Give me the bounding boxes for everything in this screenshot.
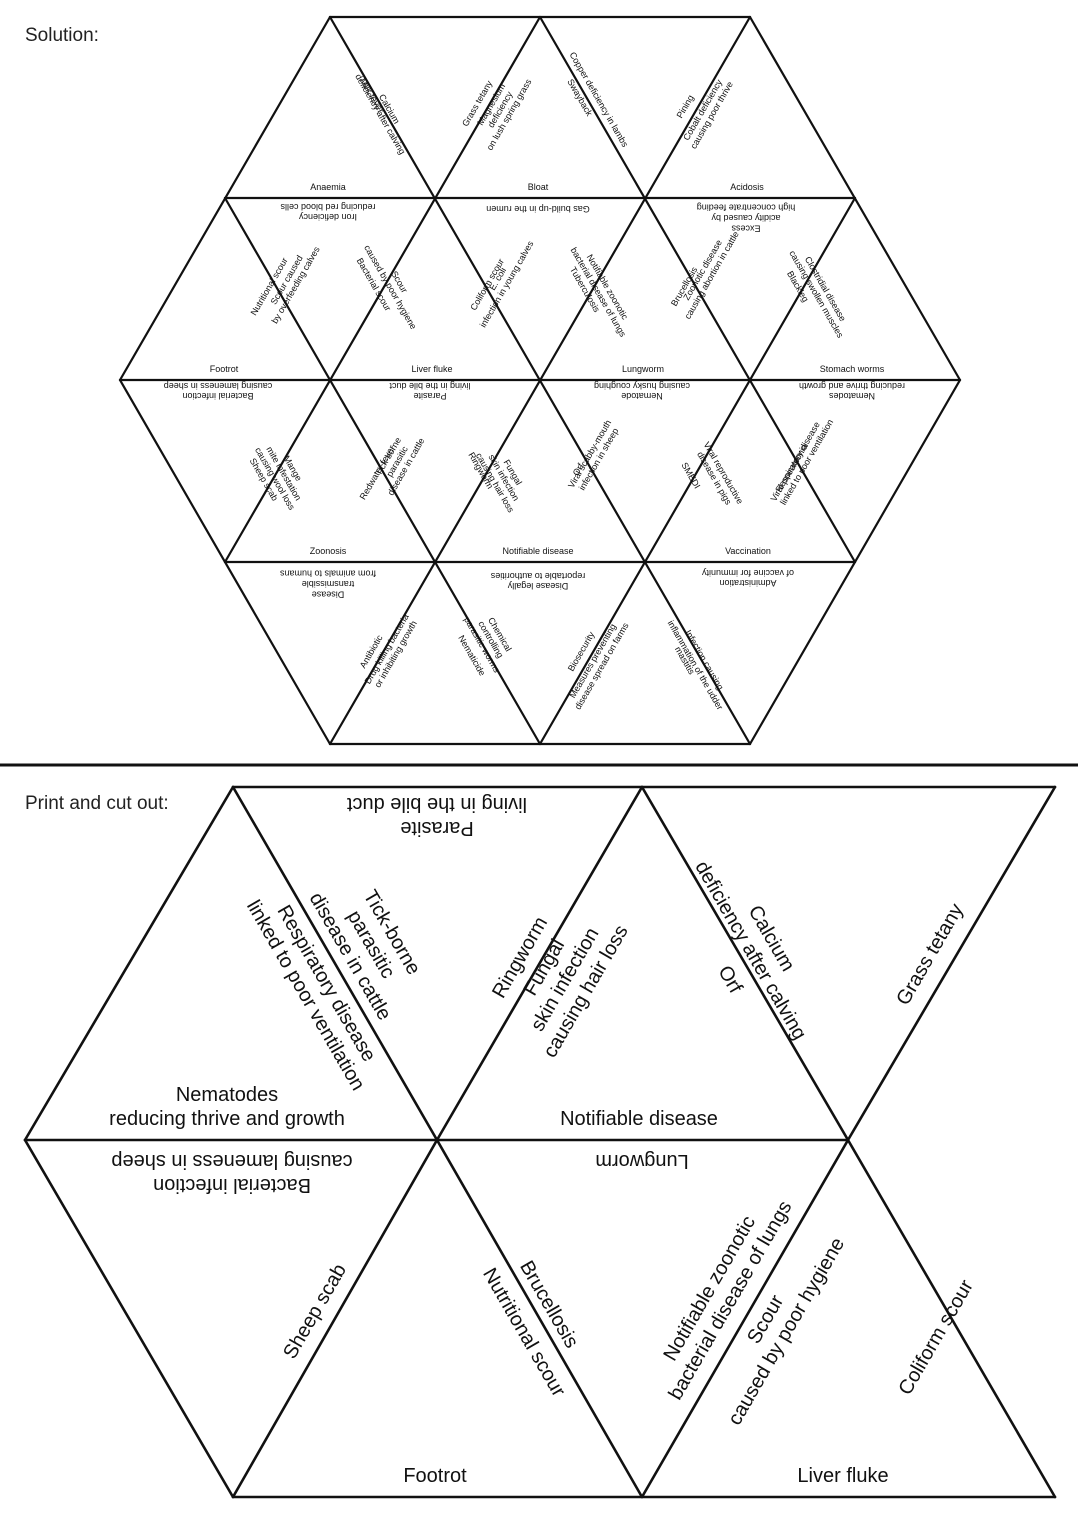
solution-label-line: Administration: [719, 578, 776, 588]
cutout-triangles: [23, 785, 1057, 1499]
solution-label: Iron deficiencyreducing red blood cells: [280, 201, 376, 221]
solution-label: Zoonosis: [310, 546, 347, 556]
solution-label: Anaemia: [310, 182, 346, 192]
solution-label: Disease legallyreportable to authorities: [490, 570, 585, 590]
solution-label: Lungworm: [622, 364, 664, 374]
solution-label-line: Liver fluke: [411, 364, 452, 374]
cutout-label: Liver fluke: [797, 1465, 888, 1487]
solution-label-line: Nematode: [621, 391, 663, 401]
cutout-heading: Print and cut out:: [25, 793, 169, 814]
solution-label-line: reducing thrive and growth: [799, 380, 905, 390]
solution-label-line: Footrot: [210, 364, 239, 374]
cutout-label: Bacterial infectioncausing lameness in s…: [111, 1150, 352, 1196]
solution-label: Nematodecausing husky coughing: [594, 380, 690, 400]
solution-label-line: reducing red blood cells: [280, 201, 376, 211]
cutout-label-line: Lungworm: [595, 1150, 688, 1172]
solution-label-line: Zoonosis: [310, 546, 347, 556]
cutout-label: Sheep scab: [279, 1260, 351, 1362]
solution-label-line: Iron deficiency: [298, 212, 357, 222]
cutout-label-line: reducing thrive and growth: [109, 1108, 345, 1130]
solution-label: Footrot: [210, 364, 239, 374]
solution-label-line: Bloat: [528, 182, 549, 192]
cutout-label-line: Orf: [713, 962, 746, 997]
solution-label-line: Vaccination: [725, 546, 771, 556]
solution-label-line: Stomach worms: [820, 364, 885, 374]
solution-label-line: SMEDI: [679, 461, 702, 491]
solution-label-line: Gas build-up in the rumen: [486, 204, 590, 214]
solution-label-line: of vaccine for immunity: [701, 567, 794, 577]
solution-label-line: Acidosis: [730, 182, 764, 192]
solution-label: Viral scabby-mouthinfection in sheep: [566, 418, 622, 495]
cutout-label: Lungworm: [595, 1150, 688, 1172]
cutout-label-line: causing lameness in sheep: [111, 1150, 352, 1172]
solution-label: Notifiable disease: [502, 546, 573, 556]
solution-label-line: living in the bile duct: [389, 380, 471, 390]
solution-label-line: causing husky coughing: [594, 380, 690, 390]
cutout-label-line: deficiency after calving: [690, 858, 810, 1044]
solution-label: Chemicalcontrollingparasitic worms: [462, 605, 520, 675]
solution-label: Liver fluke: [411, 364, 452, 374]
solution-label: Notifiable zoonoticbacterial disease of …: [568, 241, 637, 340]
solution-label-line: from animals to humans: [279, 568, 376, 578]
cutout-label-line: Bacterial infection: [153, 1174, 311, 1196]
cutout-label-line: Parasite: [400, 817, 473, 839]
solution-label: Nematodesreducing thrive and growth: [799, 380, 905, 400]
cutout-label: Calciumdeficiency after calving: [690, 846, 831, 1044]
solution-label-line: Anaemia: [310, 182, 346, 192]
solution-label-line: Excess: [731, 223, 761, 233]
cutout-label-line: Nematodes: [176, 1084, 278, 1106]
cutout-label: Footrot: [403, 1465, 467, 1487]
solution-label: Diseasetransmissiblefrom animals to huma…: [279, 568, 376, 599]
cutout-label: Orf: [713, 962, 746, 997]
solution-label-line: Nematodes: [828, 391, 875, 401]
solution-label: Administrationof vaccine for immunity: [701, 567, 794, 587]
solution-label: Bloat: [528, 182, 549, 192]
solution-label: Acidosis: [730, 182, 764, 192]
solution-label-line: transmissible: [302, 579, 355, 589]
solution-label: Gas build-up in the rumen: [486, 204, 590, 214]
solution-label: Parasiteliving in the bile duct: [389, 380, 471, 400]
cutout-label-line: Footrot: [403, 1465, 467, 1487]
cutout-label-line: Liver fluke: [797, 1465, 888, 1487]
cutout-label: Notifiable disease: [560, 1108, 718, 1130]
solution-label-line: causing lameness in sheep: [164, 380, 273, 390]
solution-label-line: Notifiable disease: [502, 546, 573, 556]
solution-label: Excessacidity caused byhigh concentrate …: [697, 202, 796, 233]
solution-label: Vaccination: [725, 546, 771, 556]
solution-label-line: Parasite: [413, 391, 446, 401]
cutout-label-line: Sheep scab: [279, 1260, 351, 1362]
solution-label: Bacterial infectioncausing lameness in s…: [164, 380, 273, 400]
solution-hexagon: [118, 15, 962, 746]
solution-label-line: Lungworm: [622, 364, 664, 374]
cutout-label-line: Notifiable disease: [560, 1108, 718, 1130]
solution-label: Cobalt deficiencycausing poor thrive: [680, 75, 736, 151]
solution-label-line: reportable to authorities: [490, 570, 585, 580]
solution-label-line: Disease legally: [507, 581, 568, 591]
cutout-label-line: living in the bile duct: [347, 793, 528, 815]
solution-label: Viral reproductivedisease in pigs: [692, 440, 745, 511]
solution-label-line: Bacterial infection: [182, 391, 253, 401]
solution-label: Stomach worms: [820, 364, 885, 374]
solution-label-line: high concentrate feeding: [697, 202, 796, 212]
solution-label-line: acidity caused by: [711, 213, 781, 223]
solution-heading: Solution:: [25, 25, 99, 46]
solution-label-line: Disease: [312, 589, 345, 599]
cutout-label: Parasiteliving in the bile duct: [347, 793, 528, 839]
solution-label: SMEDI: [679, 461, 702, 491]
